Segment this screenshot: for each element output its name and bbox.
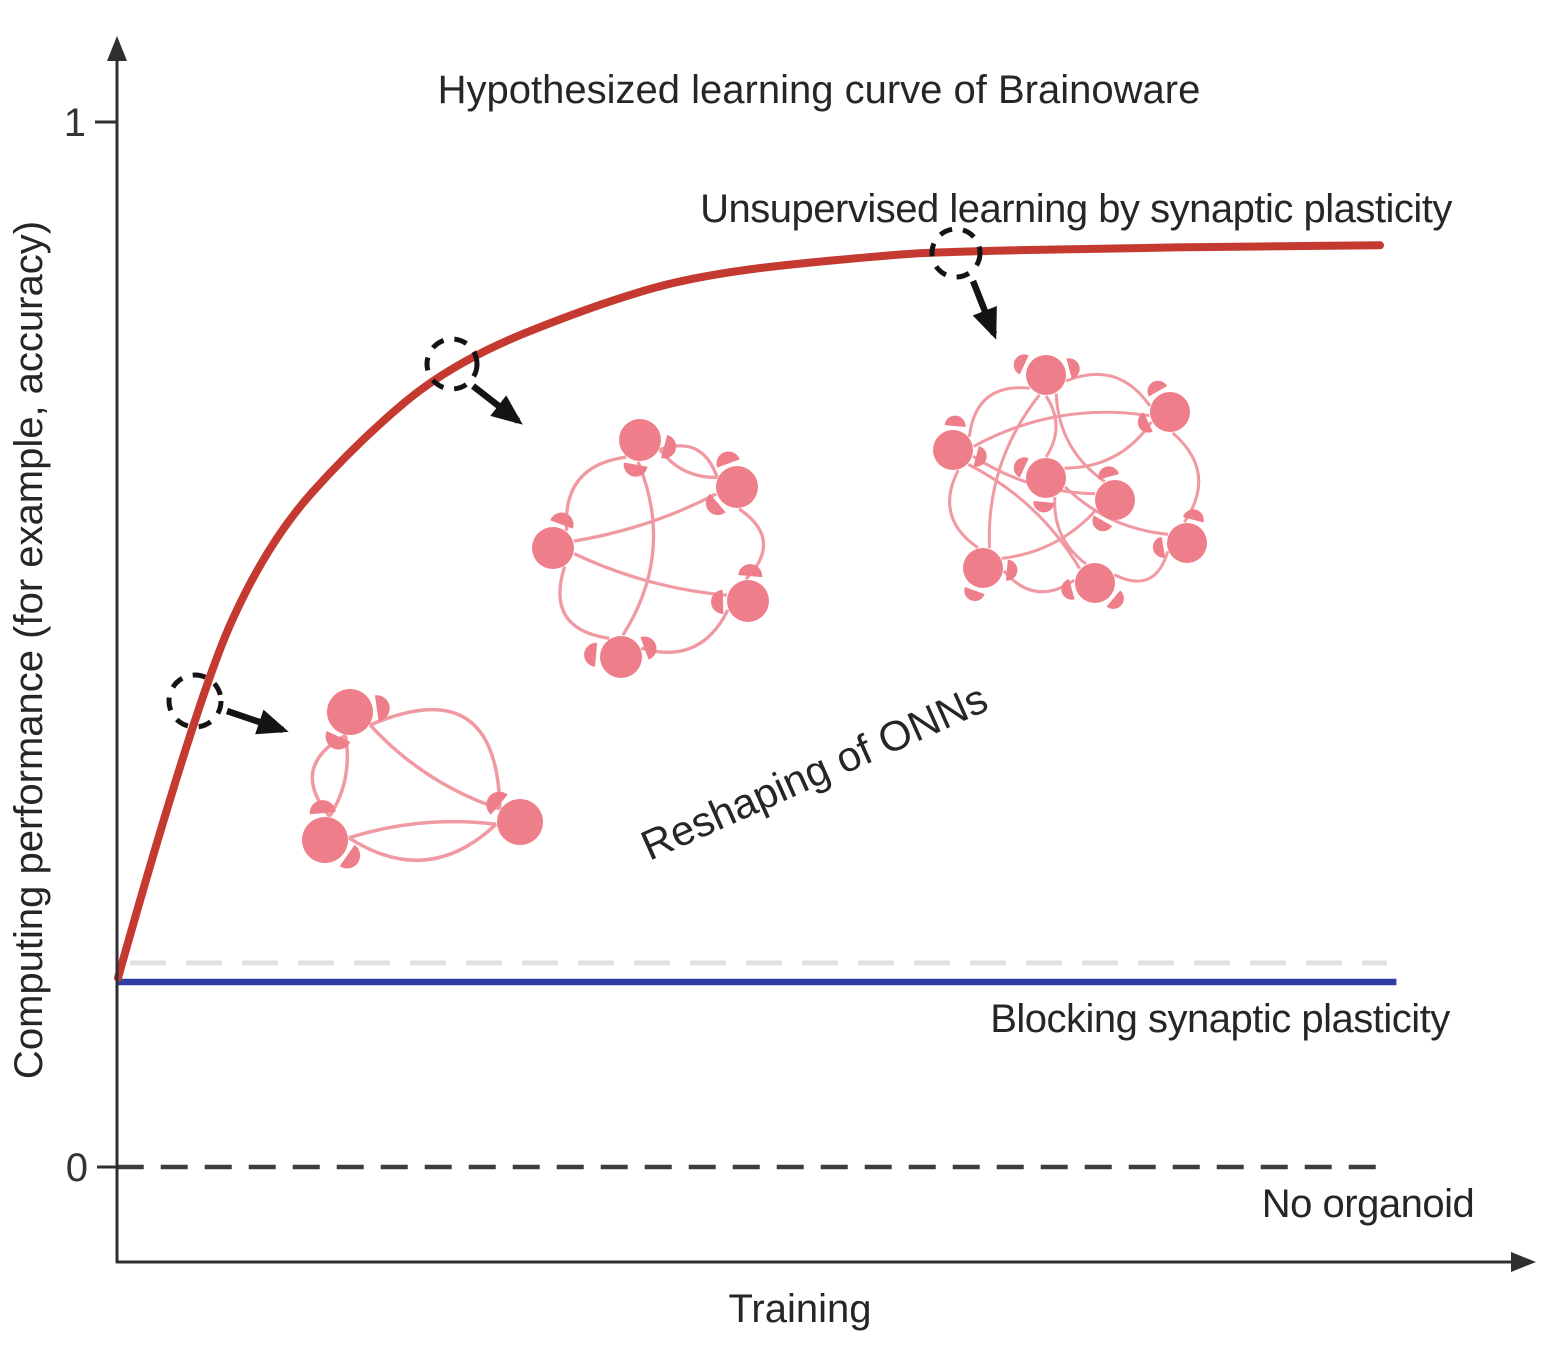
onn-edge	[967, 386, 1030, 437]
onn-edge	[573, 552, 727, 597]
callout-circle-icon	[929, 226, 983, 280]
onn-edge	[347, 822, 498, 863]
onn-edge	[564, 455, 627, 532]
onn-node	[1026, 355, 1066, 395]
callout-circle-icon	[166, 672, 224, 730]
synapse-moon-icon	[1106, 590, 1124, 609]
synapse-moon-icon	[1013, 354, 1029, 375]
onn-node	[716, 466, 758, 508]
synapse-moon-icon	[964, 586, 985, 602]
synapse-moon-icon	[1152, 536, 1166, 558]
synapse-moon-icon	[309, 800, 336, 815]
onn-node	[727, 580, 769, 622]
synapse-moon-icon	[1183, 509, 1204, 523]
onn-edge	[1044, 395, 1058, 458]
callout-arrow-icon	[969, 279, 998, 340]
onn-node	[619, 419, 661, 461]
y-axis-label: Computing performance (for example, accu…	[7, 221, 51, 1079]
onn-edge	[972, 410, 1150, 448]
onn-edge	[1113, 550, 1170, 583]
callout-layer	[166, 226, 998, 735]
synapse-moon-icon	[661, 434, 677, 459]
onn-node	[1026, 458, 1066, 498]
onn-edge	[558, 566, 610, 640]
synapse-moon-icon	[973, 446, 987, 467]
synapse-moon-icon	[1147, 380, 1168, 397]
onn-edge	[967, 463, 1081, 570]
synapse-moon-icon	[1005, 559, 1018, 581]
onn-edge	[1064, 421, 1153, 470]
onn-edge	[1065, 373, 1152, 407]
synapse-moon-icon	[711, 589, 724, 614]
synapse-moon-icon	[716, 451, 740, 468]
synapse-moon-icon	[584, 642, 598, 667]
synapse-moon-icon	[1092, 515, 1113, 532]
onn-node	[532, 527, 574, 569]
onn-node	[497, 799, 543, 845]
callout-circle-icon	[424, 336, 480, 392]
onn-small	[302, 689, 543, 869]
onn-networks-layer	[302, 354, 1207, 869]
unsupervised-label: Unsupervised learning by synaptic plasti…	[700, 187, 1452, 231]
synapse-moon-icon	[486, 791, 508, 815]
onn-edge	[348, 819, 497, 840]
onn-node	[1167, 523, 1207, 563]
synapse-moon-icon	[640, 636, 657, 660]
synapse-moon-icon	[374, 695, 390, 722]
onn-edge	[948, 469, 979, 549]
learning-curve	[114, 241, 1384, 982]
synapse-moon-icon	[1137, 412, 1153, 433]
y-tick-label-1: 1	[64, 101, 86, 145]
synapse-moon-icon	[738, 564, 763, 578]
onn-edge	[1053, 496, 1088, 566]
synapse-moon-icon	[1013, 457, 1029, 478]
onn-node	[600, 636, 642, 678]
y-tick-label-0: 0	[66, 1146, 88, 1190]
onn-edge	[573, 492, 717, 543]
onn-edge	[1054, 393, 1106, 483]
reshaping-label: Reshaping of ONNs	[634, 674, 994, 869]
onn-node	[327, 689, 373, 735]
onn-medium	[532, 419, 769, 678]
onn-node	[963, 548, 1003, 588]
synapse-moon-icon	[1066, 358, 1080, 379]
no-organoid-label: No organoid	[1262, 1182, 1474, 1226]
callout-arrow-icon	[471, 383, 523, 425]
onn-edge	[1001, 508, 1098, 560]
onn-edge	[369, 708, 502, 809]
onn-node	[1075, 563, 1115, 603]
synapse-moon-icon	[550, 512, 574, 529]
onn-node	[1150, 392, 1190, 432]
onn-edge	[621, 461, 656, 636]
synapse-moon-icon	[1098, 466, 1119, 480]
learning-curve-layer	[114, 241, 1384, 982]
x-axis-label: Training	[728, 1287, 871, 1331]
synapse-moon-icon	[339, 844, 361, 869]
blocking-label: Blocking synaptic plasticity	[990, 997, 1450, 1041]
onn-node	[1095, 480, 1135, 520]
chart-title: Hypothesized learning curve of Brainowar…	[438, 68, 1201, 112]
onn-edge	[987, 394, 1041, 549]
synapse-moon-icon	[705, 493, 726, 516]
onn-node	[933, 430, 973, 470]
synapse-moon-icon	[623, 462, 648, 477]
onn-node	[302, 817, 348, 863]
synapse-moon-icon	[1033, 500, 1055, 513]
callout-arrow-icon	[225, 707, 289, 735]
onn-edge	[368, 723, 501, 811]
reference-lines-layer	[116, 960, 1397, 1170]
axes	[95, 36, 1536, 1272]
synapse-moon-icon	[1061, 579, 1075, 600]
onn-edge	[1171, 431, 1201, 524]
synapse-moon-icon	[944, 415, 966, 428]
onn-large	[933, 354, 1207, 609]
synapse-moon-icon	[325, 730, 351, 750]
